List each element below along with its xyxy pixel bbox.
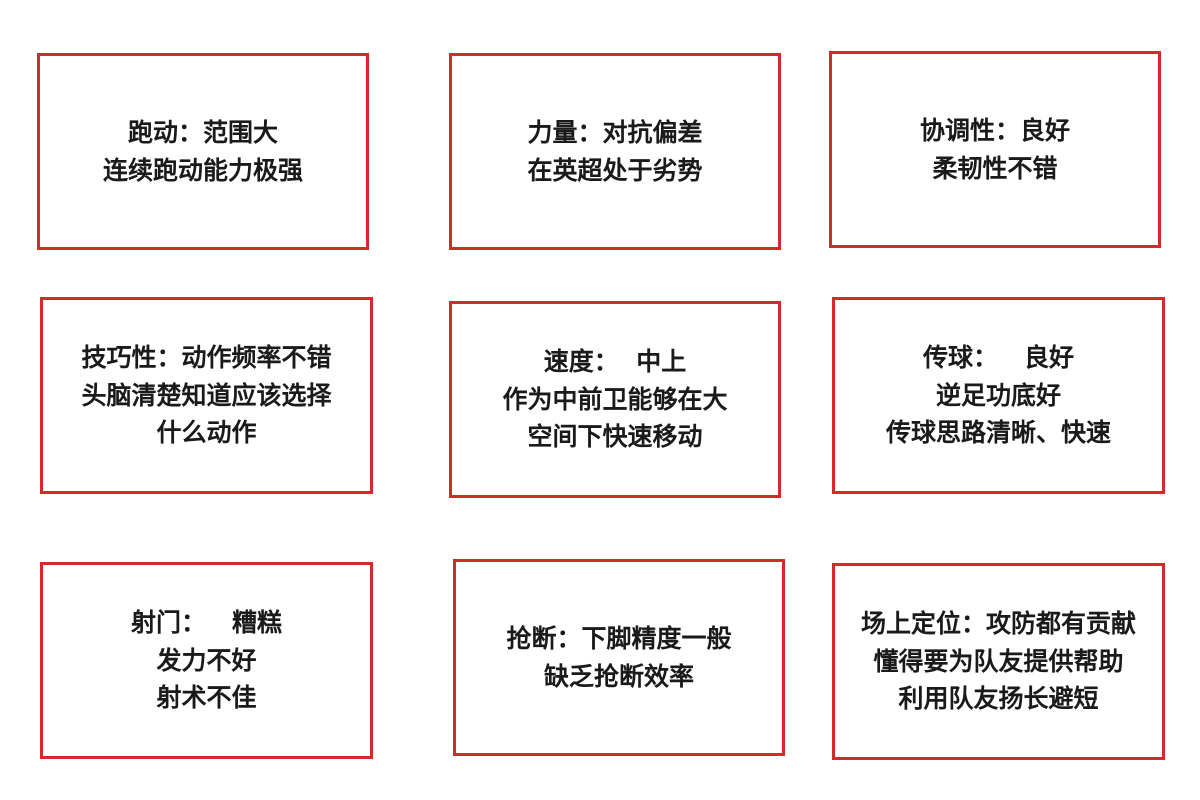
card-strength: 力量：对抗偏差 在英超处于劣势 <box>449 53 781 250</box>
card-coordination-detail-1: 柔韧性不错 <box>932 153 1058 183</box>
card-shooting: 射门： 糟糕 发力不好 射术不佳 <box>40 562 373 759</box>
card-strength-title: 力量：对抗偏差 <box>527 118 703 147</box>
card-passing-title: 传球： 良好 <box>922 343 1075 373</box>
card-speed-detail-2: 空间下快速移动 <box>527 422 703 452</box>
card-shooting-title: 射门： 糟糕 <box>130 608 283 638</box>
card-coordination: 协调性：良好 柔韧性不错 <box>829 51 1161 248</box>
card-speed-title: 速度： 中上 <box>543 347 687 377</box>
card-running-title: 跑动：范围大 <box>127 118 278 147</box>
card-speed-detail-1: 作为中前卫能够在大 <box>502 384 728 414</box>
card-coordination-title: 协调性：良好 <box>919 116 1070 145</box>
card-positioning-detail-2: 利用队友扬长避短 <box>898 684 1099 714</box>
card-speed: 速度： 中上 作为中前卫能够在大 空间下快速移动 <box>449 301 781 498</box>
card-positioning-detail-1: 懂得要为队友提供帮助 <box>873 646 1124 676</box>
card-technique-detail-1: 头脑清楚知道应该选择 <box>81 380 332 410</box>
card-running: 跑动：范围大 连续跑动能力极强 <box>37 53 369 250</box>
card-tackling-title: 抢断：下脚精度一般 <box>506 624 732 653</box>
card-technique: 技巧性：动作频率不错 头脑清楚知道应该选择 什么动作 <box>40 297 373 494</box>
card-passing: 传球： 良好 逆足功底好 传球思路清晰、快速 <box>832 297 1165 494</box>
card-tackling: 抢断：下脚精度一般 缺乏抢断效率 <box>453 559 785 756</box>
card-shooting-detail-1: 发力不好 <box>156 645 257 675</box>
card-shooting-detail-2: 射术不佳 <box>156 683 257 713</box>
card-running-detail-1: 连续跑动能力极强 <box>102 155 303 185</box>
card-tackling-detail-1: 缺乏抢断效率 <box>543 661 694 691</box>
card-positioning-title: 场上定位：攻防都有贡献 <box>860 609 1136 639</box>
card-passing-detail-1: 逆足功底好 <box>935 380 1061 410</box>
card-positioning: 场上定位：攻防都有贡献 懂得要为队友提供帮助 利用队友扬长避短 <box>832 563 1165 760</box>
card-passing-detail-2: 传球思路清晰、快速 <box>885 418 1111 448</box>
card-strength-detail-1: 在英超处于劣势 <box>527 155 703 185</box>
card-technique-title: 技巧性：动作频率不错 <box>81 343 332 373</box>
card-technique-detail-2: 什么动作 <box>156 418 257 448</box>
